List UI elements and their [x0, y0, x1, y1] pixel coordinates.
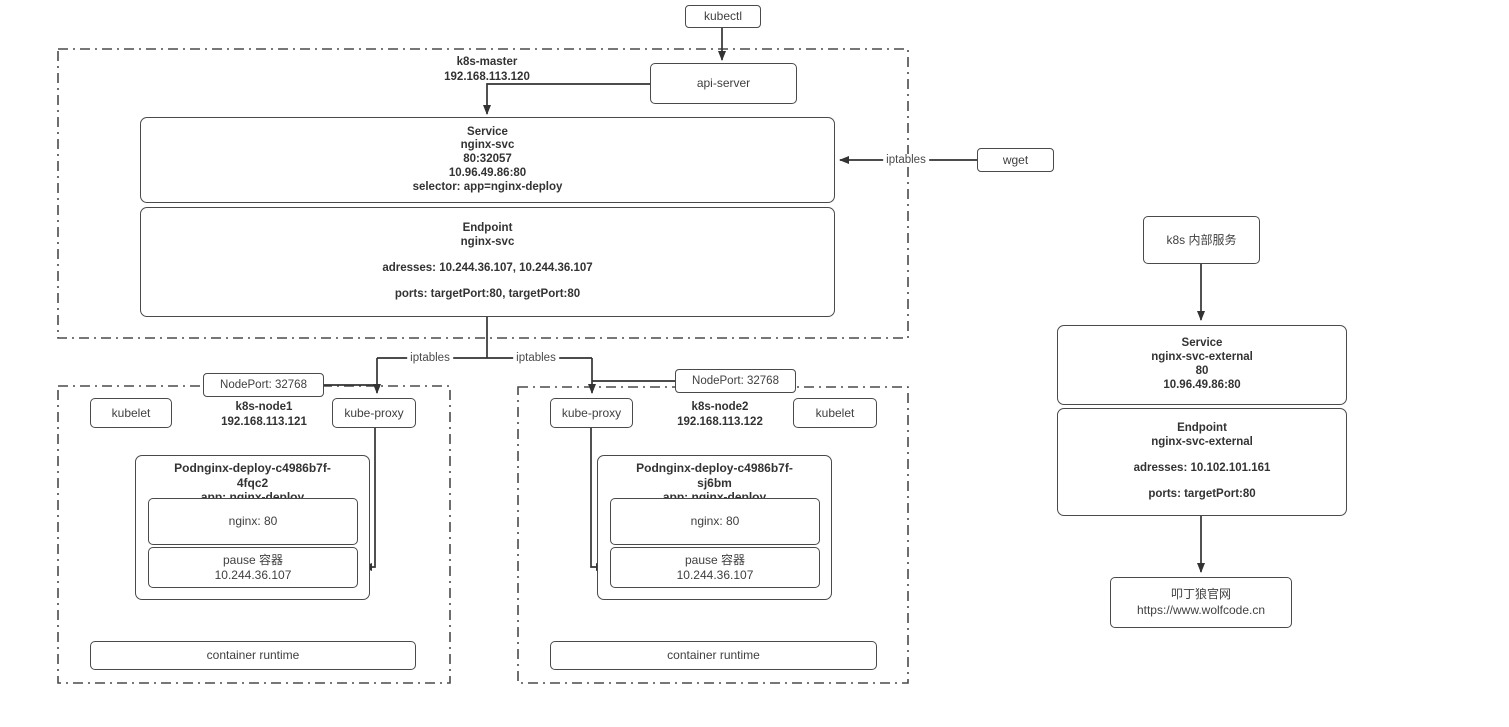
- node2-ip: 192.168.113.122: [677, 415, 763, 428]
- master-name: k8s-master: [456, 56, 518, 68]
- node1-nginx-container-box: nginx: 80: [148, 498, 358, 545]
- node1-nginx-label: nginx: 80: [228, 514, 278, 528]
- node1-kubelet-box: kubelet: [90, 398, 172, 428]
- service-name: nginx-svc: [460, 139, 515, 152]
- node1-kube-proxy-label: kube-proxy: [344, 405, 404, 420]
- node1-nodeport-label: NodePort: 32768: [220, 378, 307, 391]
- node1-kubelet-label: kubelet: [111, 405, 151, 420]
- node2-pod-name-line2: sj6bm: [697, 475, 732, 490]
- external-service-port: 80: [1195, 365, 1209, 377]
- node2-container-runtime-label: container runtime: [667, 648, 760, 662]
- node1-pod-name-line2: 4fqc2: [236, 475, 269, 490]
- node2-pause-label: pause 容器: [684, 553, 746, 568]
- master-dashed-border: [57, 48, 909, 339]
- service-ports: 80:32057: [463, 153, 512, 166]
- node2-nginx-container-box: nginx: 80: [610, 498, 820, 545]
- node2-pod-name-line1: Podnginx-deploy-c4986b7f-: [636, 461, 793, 475]
- external-service-name: nginx-svc-external: [1151, 351, 1253, 364]
- node2-name: k8s-node2: [691, 401, 749, 413]
- master-title: k8s-master 192.168.113.120: [397, 55, 577, 85]
- endpoint-title: Endpoint: [462, 222, 513, 235]
- service-title: Service: [467, 125, 508, 138]
- node1-container-runtime-box: container runtime: [90, 641, 416, 670]
- node2-kubelet-box: kubelet: [793, 398, 877, 428]
- external-endpoint-name: nginx-svc-external: [1151, 436, 1253, 449]
- node1-pause-container-box: pause 容器 10.244.36.107: [148, 547, 358, 588]
- node2-nginx-label: nginx: 80: [690, 514, 740, 528]
- service-selector: selector: app=nginx-deploy: [412, 180, 563, 193]
- wolfcode-website-box: 叩丁狼官网 https://www.wolfcode.cn: [1110, 577, 1292, 628]
- node2-kube-proxy-label: kube-proxy: [561, 405, 622, 420]
- node2-pause-container-box: pause 容器 10.244.36.107: [610, 547, 820, 588]
- node1-pod-name-line1: Podnginx-deploy-c4986b7f-: [174, 461, 331, 475]
- node2-nodeport-box: NodePort: 32768: [675, 369, 796, 393]
- external-endpoint-ports: ports: targetPort:80: [1148, 487, 1256, 500]
- node2-nodeport-label: NodePort: 32768: [692, 374, 779, 387]
- node2-title: k8s-node2 192.168.113.122: [640, 400, 800, 430]
- node1-title: k8s-node1 192.168.113.121: [184, 400, 344, 430]
- wolfcode-url: https://www.wolfcode.cn: [1136, 602, 1266, 617]
- node1-ip: 192.168.113.121: [221, 415, 307, 428]
- node1-kube-proxy-box: kube-proxy: [332, 398, 416, 428]
- wget-label: wget: [1002, 152, 1029, 167]
- kubectl-label: kubectl: [703, 9, 743, 23]
- iptables-label-node2: iptables: [513, 352, 559, 364]
- node1-pause-ip: 10.244.36.107: [214, 567, 292, 582]
- kubectl-box: kubectl: [685, 5, 761, 28]
- external-endpoint-box: Endpoint nginx-svc-external adresses: 10…: [1057, 408, 1347, 516]
- node2-dashed-border: [517, 386, 909, 684]
- node1-pause-label: pause 容器: [222, 553, 284, 568]
- external-service-box: Service nginx-svc-external 80 10.96.49.8…: [1057, 325, 1347, 405]
- endpoint-name: nginx-svc: [460, 236, 515, 249]
- node1-nodeport-box: NodePort: 32768: [203, 373, 324, 397]
- master-endpoint-box: Endpoint nginx-svc adresses: 10.244.36.1…: [140, 207, 835, 317]
- iptables-label-node1: iptables: [407, 352, 453, 364]
- external-endpoint-addresses: adresses: 10.102.101.161: [1133, 462, 1271, 474]
- master-ip: 192.168.113.120: [444, 70, 530, 83]
- node2-kube-proxy-box: kube-proxy: [550, 398, 633, 428]
- node1-dashed-border: [57, 385, 451, 684]
- endpoint-addresses: adresses: 10.244.36.107, 10.244.36.107: [382, 262, 593, 274]
- master-service-box: Service nginx-svc 80:32057 10.96.49.86:8…: [140, 117, 835, 203]
- wolfcode-name: 叩丁狼官网: [1170, 586, 1231, 601]
- k8s-internal-service-label: k8s 内部服务: [1166, 232, 1237, 247]
- node2-pause-ip: 10.244.36.107: [676, 567, 754, 582]
- edge-apiserver-service: [483, 83, 650, 115]
- k8s-internal-service-box: k8s 内部服务: [1143, 216, 1260, 264]
- external-service-cluster-ip: 10.96.49.86:80: [1163, 378, 1241, 391]
- node2-kubelet-label: kubelet: [815, 405, 855, 420]
- iptables-label-wget: iptables: [883, 154, 929, 166]
- node2-container-runtime-box: container runtime: [550, 641, 877, 670]
- service-cluster-ip: 10.96.49.86:80: [448, 166, 527, 179]
- endpoint-ports: ports: targetPort:80, targetPort:80: [394, 287, 581, 300]
- api-server-box: api-server: [650, 63, 797, 104]
- node1-name: k8s-node1: [235, 401, 293, 413]
- external-endpoint-title: Endpoint: [1177, 422, 1227, 435]
- node1-container-runtime-label: container runtime: [206, 648, 300, 662]
- api-server-label: api-server: [696, 76, 751, 90]
- wget-box: wget: [977, 148, 1054, 172]
- external-service-title: Service: [1181, 337, 1223, 350]
